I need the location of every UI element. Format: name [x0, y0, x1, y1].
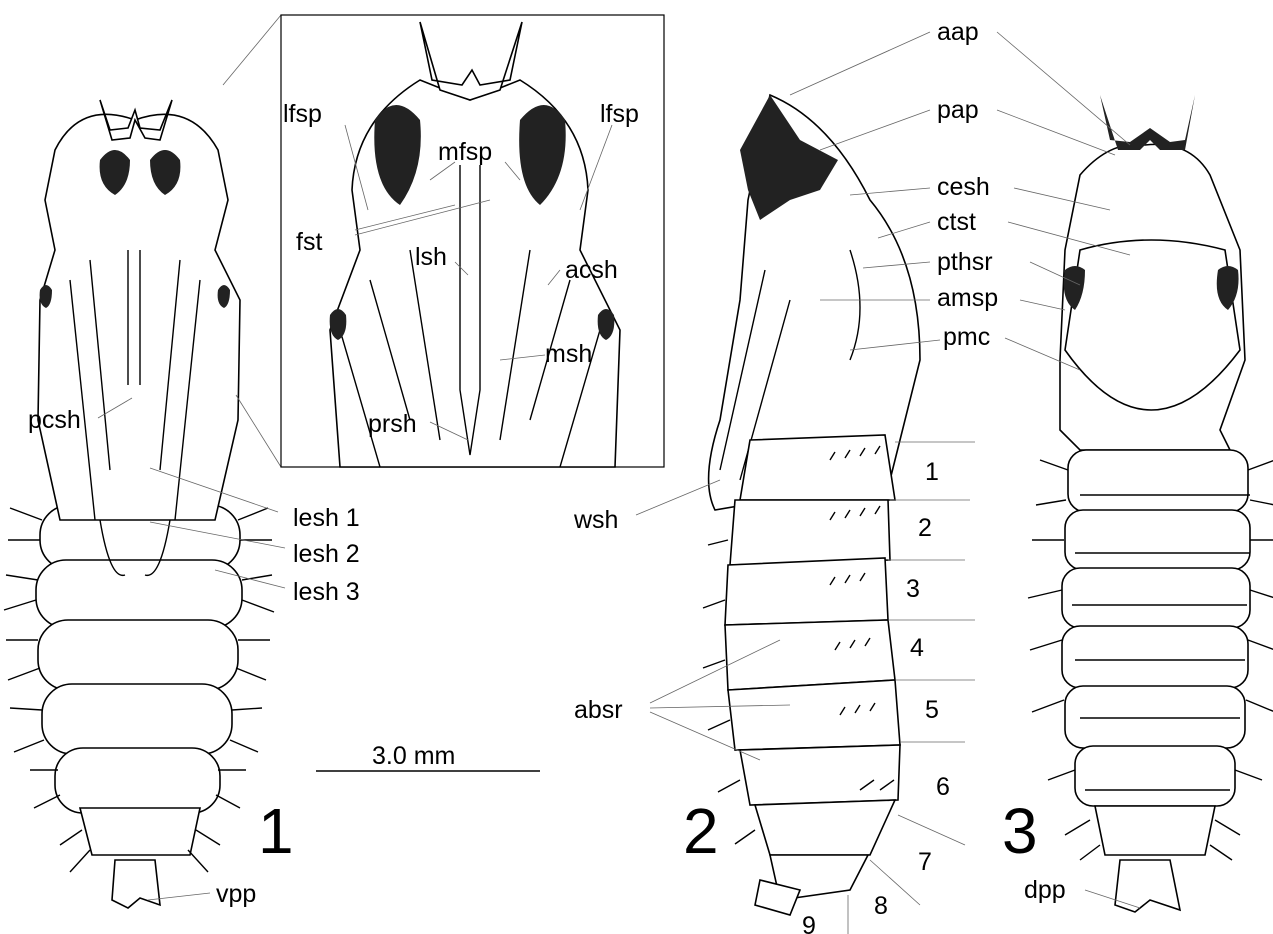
label-dpp: dpp	[1024, 876, 1066, 904]
inset-connector-bottom	[236, 395, 281, 467]
label-lsh: lsh	[415, 243, 447, 271]
label-pcsh: pcsh	[28, 406, 81, 434]
fig3-seg-5	[1065, 686, 1245, 748]
label-wsh: wsh	[573, 506, 618, 534]
fig3-seg-7	[1095, 806, 1215, 855]
fig2-seg-2	[730, 500, 890, 565]
inset-head-detail: lfsp lfsp mfsp fst lsh acsh msh prsh	[281, 15, 664, 467]
fig1-thorax-head	[38, 114, 240, 520]
label-pmc: pmc	[943, 323, 990, 351]
fig1-abd-seg-2	[36, 560, 242, 628]
fig2-seg-5	[728, 680, 900, 750]
fig3-dpp-shape	[1115, 860, 1180, 912]
fig1-abd-seg-3	[38, 620, 238, 690]
fig2-seg-label-7: 7	[918, 848, 932, 876]
label-prsh: prsh	[368, 410, 417, 438]
fig2-seg-4	[725, 620, 895, 690]
fig2-seg-label-4: 4	[910, 634, 924, 662]
fig3-seg-3	[1062, 568, 1250, 628]
label-fst: fst	[296, 228, 322, 256]
figure-number-3: 3	[1002, 795, 1038, 867]
label-ctst: ctst	[937, 208, 976, 236]
label-lesh1: lesh 1	[293, 504, 360, 532]
label-pap: pap	[937, 96, 979, 124]
label-lfsp-right: lfsp	[600, 100, 639, 128]
fig3-seg-6	[1075, 746, 1235, 806]
fig2-seg-label-3: 3	[906, 575, 920, 603]
fig2-seg-label-2: 2	[918, 514, 932, 542]
fig3-pupa-dorsal	[1028, 95, 1273, 912]
fig1-abd-seg-5	[55, 748, 220, 813]
fig2-seg-label-5: 5	[925, 696, 939, 724]
inset-connector-top	[223, 15, 281, 85]
fig2-seg-6	[740, 745, 900, 805]
fig1-vpp-shape	[112, 860, 160, 908]
label-acsh: acsh	[565, 256, 618, 284]
fig2-seg-1	[740, 435, 895, 500]
fig1-pupa-ventral	[4, 100, 274, 908]
fig2-seg-7	[755, 800, 895, 855]
fig2-seg-label-9: 9	[802, 912, 816, 934]
label-amsp: amsp	[937, 284, 998, 312]
label-cesh: cesh	[937, 173, 990, 201]
label-vpp: vpp	[216, 880, 256, 908]
fig3-seg-2	[1065, 510, 1250, 570]
label-absr: absr	[574, 696, 623, 724]
scale-bar-label: 3.0 mm	[372, 742, 455, 770]
label-aap: aap	[937, 18, 979, 46]
figure-number-2: 2	[683, 795, 719, 867]
label-lesh3: lesh 3	[293, 578, 360, 606]
fig3-seg-1	[1068, 450, 1248, 512]
fig2-seg-label-6: 6	[936, 773, 950, 801]
fig3-head-horns	[1100, 95, 1195, 150]
fig2-pupa-lateral	[703, 95, 920, 915]
label-lesh2: lesh 2	[293, 540, 360, 568]
fig2-seg-3	[725, 558, 888, 625]
label-pthsr: pthsr	[937, 248, 993, 276]
figure-number-1: 1	[258, 795, 294, 867]
fig2-seg-label-1: 1	[925, 458, 939, 486]
label-lfsp-left: lfsp	[283, 100, 322, 128]
fig2-seg-label-8: 8	[874, 892, 888, 920]
fig3-seg-4	[1062, 626, 1248, 688]
label-mfsp: mfsp	[438, 138, 492, 166]
fig1-abd-seg-4	[42, 684, 232, 754]
label-msh: msh	[545, 340, 592, 368]
fig1-abd-seg-6	[80, 808, 200, 855]
